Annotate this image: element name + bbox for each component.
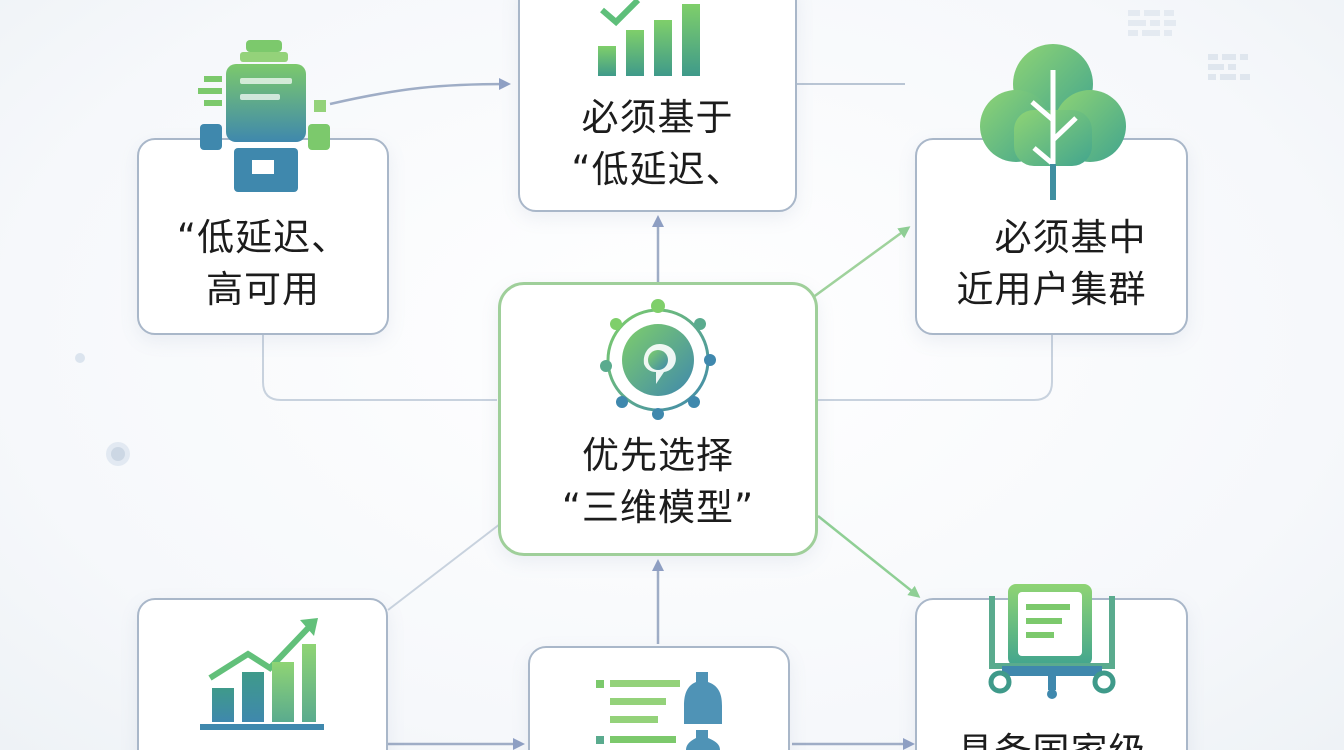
connector-center-to-bottom-right xyxy=(817,515,921,598)
node-prefer-3d-model-line1: 优先选择 xyxy=(582,434,734,477)
node-national-level-label: 具备国家级 xyxy=(915,726,1188,750)
connector-robot-to-top xyxy=(329,78,511,106)
node-must-base-line2: “低延迟、 xyxy=(571,148,744,191)
data-grid-icon xyxy=(1128,10,1250,80)
node-must-base-label: 必须基于 “低延迟、 xyxy=(518,92,797,196)
node-national-level-line1: 具备国家级 xyxy=(915,726,1188,750)
growth-chart-check-icon xyxy=(598,0,700,76)
node-near-user-cluster-label: 必须基中 近用户集群 xyxy=(915,212,1188,316)
connector-center-to-top-right xyxy=(811,226,911,300)
network-chat-icon xyxy=(600,299,716,420)
node-must-base-line1: 必须基于 xyxy=(581,96,734,139)
growth-chart-arrow-icon xyxy=(200,618,324,730)
node-prefer-3d-model-line2: “三维模型” xyxy=(561,486,755,529)
connector-center-to-bottom-left xyxy=(387,523,501,611)
dot-icon xyxy=(75,353,130,466)
node-low-latency-line1: “低延迟、 xyxy=(176,216,350,259)
robot-icon xyxy=(198,40,330,192)
node-prefer-3d-model-label: 优先选择 “三维模型” xyxy=(498,430,818,534)
tree-icon xyxy=(980,44,1126,200)
node-near-user-cluster-line2: 近用户集群 xyxy=(956,268,1147,311)
document-bottle-icon xyxy=(596,672,722,750)
connector-right-loop xyxy=(818,335,1053,401)
node-low-latency-label: “低延迟、 高可用 xyxy=(137,212,389,316)
document-on-robot-icon xyxy=(988,584,1116,699)
connector-left-loop xyxy=(262,335,497,401)
node-low-latency-line2: 高可用 xyxy=(206,268,320,311)
node-near-user-cluster-line1: 必须基中 xyxy=(994,216,1147,259)
